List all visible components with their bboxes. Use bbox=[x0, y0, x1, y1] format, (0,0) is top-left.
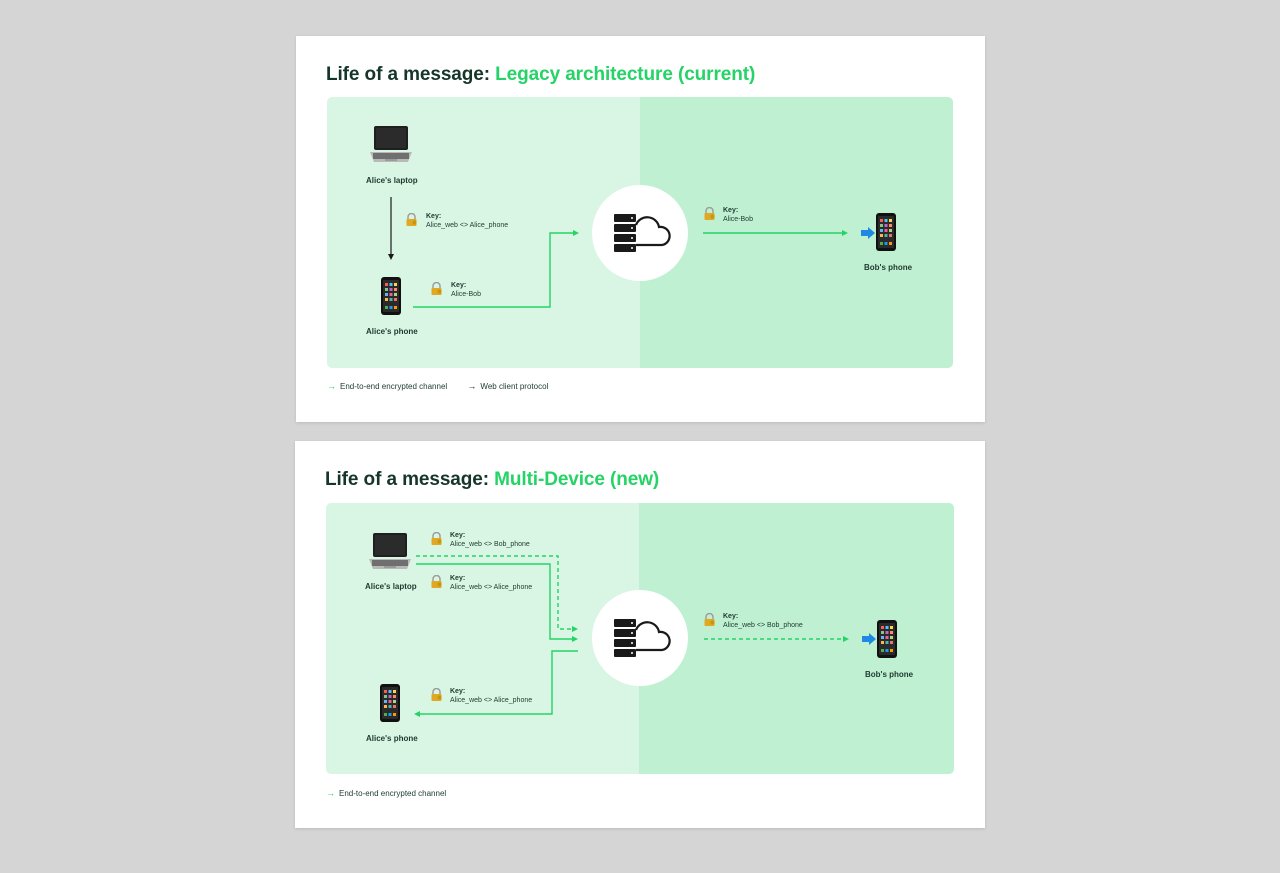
key-title: Key: bbox=[450, 688, 466, 695]
legend-symbol: → bbox=[327, 381, 336, 391]
key-title: Key: bbox=[450, 532, 466, 539]
title-accent: Legacy architecture (current) bbox=[495, 64, 756, 85]
key-value: Alice_web <> Bob_phone bbox=[723, 622, 803, 629]
key-value: Alice_web <> Alice_phone bbox=[450, 584, 533, 591]
phone-icon bbox=[876, 213, 896, 251]
key-value: Alice-Bob bbox=[723, 216, 753, 223]
key-label: Key: Alice_web <> Alice_phone bbox=[450, 687, 532, 705]
device-label-alice-laptop: Alice's laptop bbox=[366, 176, 418, 185]
device-label-bob-phone: Bob's phone bbox=[864, 263, 913, 272]
key-label: Key: Alice_web <> Alice_phone bbox=[426, 212, 508, 230]
slide-multi-device: Life of a message: Multi-Device (new) bbox=[295, 441, 985, 828]
key-title: Key: bbox=[426, 213, 442, 220]
legend-label: Web client protocol bbox=[480, 382, 549, 391]
lock-key-icon bbox=[431, 532, 442, 545]
key-value: Alice_web <> Alice_phone bbox=[426, 222, 509, 229]
key-value: Alice_web <> Alice_phone bbox=[450, 697, 533, 704]
server-cloud-icon bbox=[614, 619, 671, 657]
key-title: Key: bbox=[451, 282, 467, 289]
legend-symbol: → bbox=[326, 788, 335, 798]
title-main: Life of a message: bbox=[326, 64, 496, 85]
key-title: Key: bbox=[723, 207, 739, 214]
key-label: Key: Alice-Bob bbox=[723, 206, 753, 224]
lock-key-icon bbox=[431, 688, 442, 701]
legend-symbol: → bbox=[467, 381, 477, 391]
legend: → End-to-end encrypted channel bbox=[326, 788, 464, 798]
phone-icon bbox=[381, 277, 401, 315]
server-cloud-node bbox=[592, 590, 688, 686]
device-label-alice-phone: Alice's phone bbox=[366, 327, 418, 336]
slide-title: Life of a message: Legacy architecture (… bbox=[326, 64, 755, 86]
legend-item-e2e: → End-to-end encrypted channel bbox=[327, 381, 448, 391]
legend-item-e2e: → End-to-end encrypted channel bbox=[326, 788, 447, 798]
diagram-panel: Alice's laptop Alice's phone Bob's phone bbox=[327, 97, 953, 368]
device-label-alice-phone: Alice's phone bbox=[366, 734, 418, 743]
phone-icon bbox=[380, 684, 400, 722]
incoming-arrow-icon bbox=[862, 633, 876, 645]
server-cloud-node bbox=[592, 185, 688, 281]
device-label-alice-laptop: Alice's laptop bbox=[365, 582, 417, 591]
key-title: Key: bbox=[450, 575, 466, 582]
server-cloud-icon bbox=[614, 214, 671, 252]
connection-arrows bbox=[388, 197, 848, 308]
lock-key-icon bbox=[431, 282, 442, 295]
legend-label: End-to-end encrypted channel bbox=[339, 789, 447, 798]
device-label-bob-phone: Bob's phone bbox=[865, 670, 914, 679]
key-title: Key: bbox=[723, 613, 739, 620]
diagram-panel: Alice's laptop Alice's phone Bob's phone bbox=[326, 503, 954, 774]
incoming-arrow-icon bbox=[861, 227, 875, 239]
title-main: Life of a message: bbox=[325, 469, 495, 490]
lock-key-icon bbox=[704, 207, 715, 220]
legend-item-web: →Web client protocol bbox=[467, 381, 549, 391]
key-label: Key: Alice_web <> Bob_phone bbox=[723, 612, 803, 630]
slide-legacy: Life of a message: Legacy architecture (… bbox=[296, 36, 985, 422]
title-accent: Multi-Device (new) bbox=[494, 469, 660, 490]
key-value: Alice_web <> Bob_phone bbox=[450, 541, 530, 548]
laptop-icon bbox=[369, 533, 411, 569]
key-label: Key: Alice_web <> Alice_phone bbox=[450, 574, 532, 592]
key-label: Key: Alice-Bob bbox=[451, 281, 481, 299]
lock-key-icon bbox=[431, 575, 442, 588]
slide-title: Life of a message: Multi-Device (new) bbox=[325, 469, 659, 491]
key-value: Alice-Bob bbox=[451, 291, 481, 298]
connection-arrows bbox=[414, 555, 849, 717]
legend-label: End-to-end encrypted channel bbox=[340, 382, 448, 391]
key-label: Key: Alice_web <> Bob_phone bbox=[450, 531, 530, 549]
laptop-icon bbox=[370, 126, 412, 162]
legend: →End-to-end encrypted channel →Web clien… bbox=[327, 381, 566, 391]
lock-key-icon bbox=[704, 613, 715, 626]
lock-key-icon bbox=[406, 213, 417, 226]
phone-icon bbox=[877, 620, 897, 658]
